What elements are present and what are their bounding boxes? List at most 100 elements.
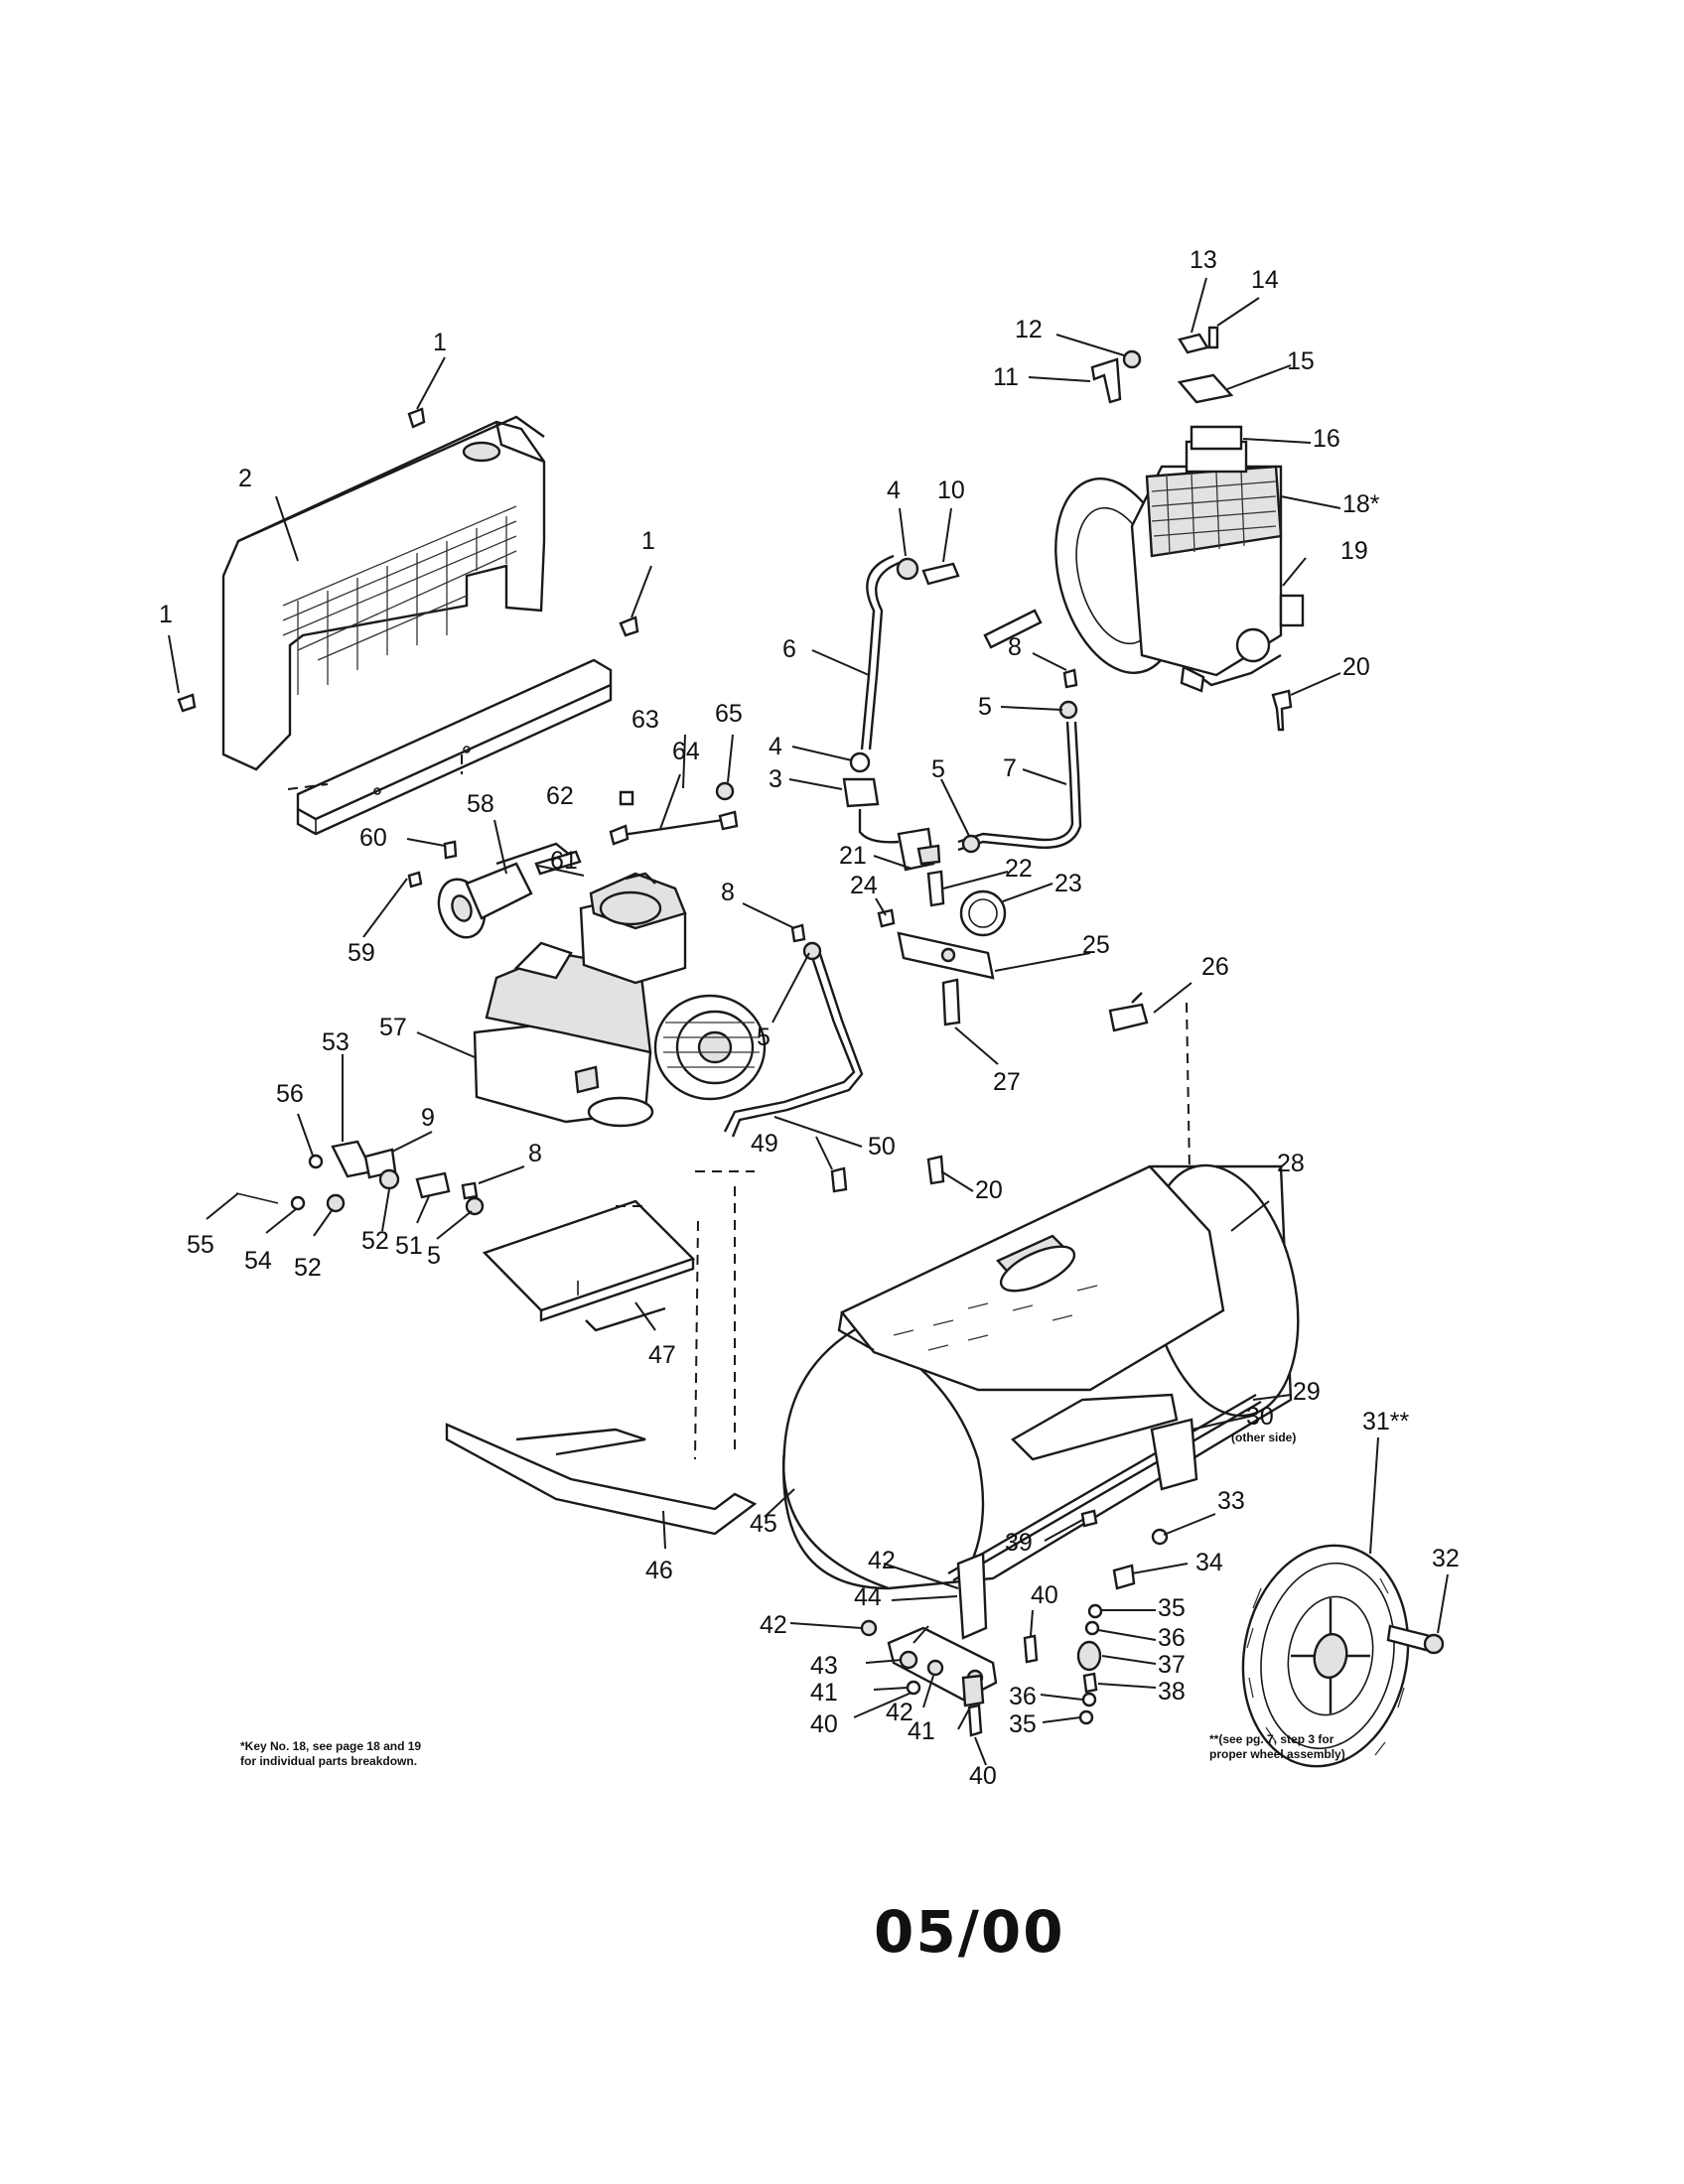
callout-50: 50	[868, 1133, 896, 1160]
washer-36-lower	[1081, 1692, 1097, 1707]
callout-37: 37	[1158, 1651, 1186, 1679]
callout-8-c: 8	[528, 1140, 542, 1167]
bolt-40-mid	[967, 1704, 983, 1737]
fitting-49	[830, 1166, 848, 1193]
callout-32: 32	[1432, 1545, 1460, 1572]
callout-51: 51	[395, 1232, 423, 1260]
callout-34: 34	[1195, 1549, 1223, 1576]
spacer-33	[1151, 1528, 1169, 1546]
callout-36-b: 36	[1009, 1683, 1037, 1710]
pilot-valve-21	[858, 809, 941, 872]
callout-30: 30	[1246, 1403, 1274, 1431]
callout-labels: 1 1 1 2 3 4 4 5 5 5 5 6 7 8 8 8 9 10 11 …	[159, 246, 1460, 1790]
callout-49: 49	[751, 1130, 778, 1158]
callout-9: 9	[421, 1104, 435, 1132]
callout-55: 55	[187, 1231, 214, 1259]
callout-53: 53	[322, 1028, 350, 1056]
bracket-11	[1090, 357, 1122, 404]
footnote-key-18: *Key No. 18, see page 18 and 19 for indi…	[240, 1739, 598, 1769]
gasket-15	[1177, 373, 1234, 404]
callout-24: 24	[850, 872, 878, 899]
discharge-tube-6	[860, 554, 903, 751]
nut-42-left	[860, 1619, 878, 1637]
nut-12	[1122, 349, 1142, 369]
base-plate-47	[482, 1199, 696, 1332]
alignment-lines	[287, 754, 1191, 1460]
callout-14: 14	[1251, 266, 1279, 294]
washer-54	[290, 1195, 306, 1211]
callout-18: 18*	[1342, 490, 1380, 518]
fitting-51	[415, 1171, 451, 1199]
check-valve-3	[842, 777, 880, 808]
nut-5-lower	[465, 1196, 485, 1216]
callout-44: 44	[854, 1583, 882, 1611]
callout-46: 46	[645, 1557, 673, 1584]
nut-35-lower	[1078, 1709, 1094, 1725]
key-60	[443, 840, 458, 860]
washer-41	[906, 1680, 921, 1696]
callout-59: 59	[348, 939, 375, 967]
nut-52-upper	[378, 1168, 400, 1190]
nut-5-upper	[1058, 700, 1078, 720]
screw-1-right	[619, 615, 639, 637]
callout-40-c: 40	[969, 1762, 997, 1790]
callout-16: 16	[1313, 425, 1340, 453]
shroud-belt-guard	[221, 415, 546, 771]
manifold-25	[897, 931, 995, 980]
set-screw-59	[407, 871, 423, 888]
engine-pulley-58	[437, 842, 572, 939]
callout-58: 58	[467, 790, 494, 818]
callout-5: 5	[978, 693, 992, 721]
callout-45: 45	[750, 1510, 777, 1538]
footnote-key-18-line1: *Key No. 18, see page 18 and 19	[240, 1739, 422, 1753]
callout-65: 65	[715, 700, 743, 728]
callout-36: 36	[1158, 1624, 1186, 1652]
callout-25: 25	[1082, 931, 1110, 959]
screw-1-left	[177, 693, 197, 713]
callout-35-b: 35	[1009, 1710, 1037, 1738]
screw-1-top	[407, 407, 426, 429]
callout-2: 2	[238, 465, 252, 492]
ferrule-8-mid	[790, 923, 806, 943]
callout-26: 26	[1201, 953, 1229, 981]
drain-valve-26	[1108, 992, 1149, 1032]
callout-57: 57	[379, 1014, 407, 1041]
callout-11: 11	[993, 363, 1019, 391]
callout-33: 33	[1217, 1487, 1245, 1515]
callout-7: 7	[1003, 754, 1017, 782]
callout-6: 6	[782, 635, 796, 663]
callout-40-b: 40	[810, 1710, 838, 1738]
wheel-31	[1241, 1544, 1410, 1768]
footnote-wheel-line2: proper wheel assembly)	[1209, 1747, 1345, 1761]
callout-56: 56	[276, 1080, 304, 1108]
callout-5-d: 5	[427, 1242, 441, 1270]
footnote-key-18-line2: for individual parts breakdown.	[240, 1754, 418, 1768]
callout-31: 31**	[1362, 1408, 1410, 1435]
callout-39: 39	[1005, 1529, 1033, 1557]
callout-63: 63	[632, 706, 659, 734]
clip-63	[619, 790, 634, 806]
callout-30-note: (other side)	[1231, 1431, 1296, 1444]
callout-20: 20	[1342, 653, 1370, 681]
nut-65	[715, 781, 735, 801]
ferrule-8-upper	[1062, 668, 1078, 689]
tube-section	[983, 609, 1043, 649]
callout-29: 29	[1293, 1378, 1321, 1406]
callout-28: 28	[1277, 1150, 1305, 1177]
callout-5-b: 5	[931, 755, 945, 783]
callout-27: 27	[993, 1068, 1021, 1096]
nut-5-valve	[961, 834, 981, 854]
engine	[473, 872, 767, 1128]
callout-62: 62	[546, 782, 574, 810]
callout-15: 15	[1287, 347, 1315, 375]
callout-20-b: 20	[975, 1176, 1003, 1204]
callout-1: 1	[433, 329, 447, 356]
plug-24	[877, 908, 896, 928]
unloader-tube-50	[723, 944, 864, 1138]
callout-42-c: 42	[886, 1699, 913, 1726]
ferrule-8-lower	[461, 1181, 479, 1200]
callout-61: 61	[550, 847, 578, 875]
callout-64: 64	[672, 738, 700, 765]
callout-42-b: 42	[760, 1611, 787, 1639]
footer-date-code: 05/00	[874, 1898, 1065, 1966]
